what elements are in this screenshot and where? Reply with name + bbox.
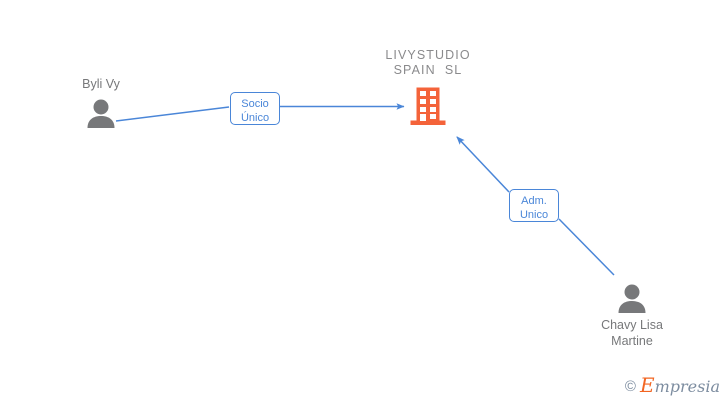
relation-label-socio-unico[interactable]: Socio Único: [230, 92, 280, 125]
building-icon[interactable]: [409, 86, 447, 126]
company-title-line2: SPAIN SL: [393, 63, 463, 77]
brand-initial: E: [639, 373, 655, 397]
company-node[interactable]: LIVYSTUDIO SPAIN SL: [373, 48, 483, 126]
watermark-empresia: © Empresia: [624, 375, 720, 396]
person-label-chavy-lisa-martine: Chavy Lisa Martine: [601, 318, 663, 348]
person-label-byli-vy: Byli Vy: [82, 77, 120, 91]
person-node-chavy-lisa-martine[interactable]: Chavy Lisa Martine: [562, 283, 702, 349]
copyright-icon: ©: [624, 377, 636, 395]
edge-adm-label-to-company: [456, 136, 510, 193]
company-title-line1: LIVYSTUDIO: [385, 48, 471, 62]
person-icon[interactable]: [615, 283, 649, 313]
edge-chavy-to-adm-label: [558, 218, 615, 276]
brand-wordmark: Empresia: [640, 375, 720, 396]
person-node-byli-vy[interactable]: Byli Vy: [31, 76, 171, 128]
brand-rest: mpresia: [654, 377, 720, 396]
person-icon[interactable]: [84, 98, 118, 128]
relation-label-adm-unico[interactable]: Adm. Unico: [509, 189, 559, 222]
